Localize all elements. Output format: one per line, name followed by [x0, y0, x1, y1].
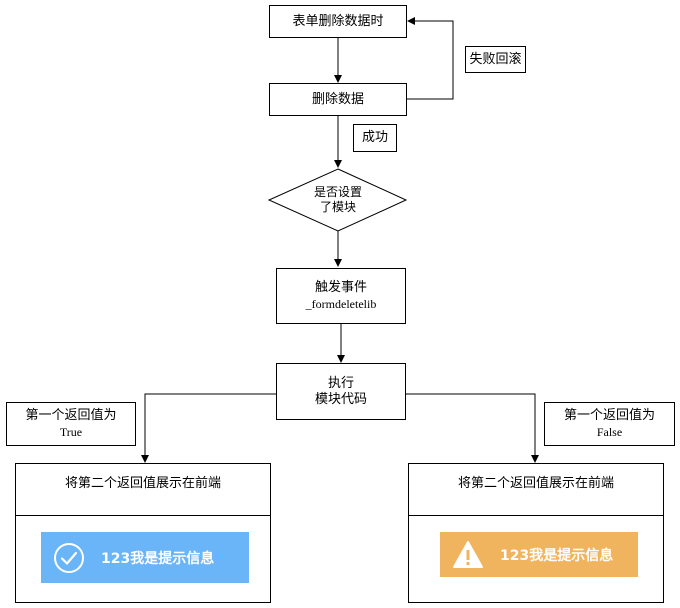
- arrow-rollback-loop: [406, 17, 454, 100]
- exec-node-label-line2: 模块代码: [314, 391, 367, 407]
- arrow-exec-to-right: [405, 393, 539, 463]
- right-panel-title: 将第二个返回值展示在前端: [457, 476, 614, 491]
- success-label-box: 成功: [353, 124, 397, 152]
- right-condition-line1: 第一个返回值为: [563, 408, 655, 423]
- right-condition-box: 第一个返回值为 False: [544, 402, 675, 446]
- rollback-label: 失败回滚: [469, 51, 522, 67]
- arrow-exec-to-left: [141, 393, 276, 463]
- start-node: 表单删除数据时: [269, 5, 407, 38]
- right-result-panel: 将第二个返回值展示在前端 123我是提示信息: [408, 463, 664, 603]
- left-toast-text: 123我是提示信息: [101, 550, 215, 567]
- decision-label-line2: 了模块: [319, 200, 356, 214]
- event-node-label-line2: _formdeletelib: [305, 297, 377, 311]
- warning-triangle-icon: [452, 540, 484, 570]
- delete-node-label: 删除数据: [311, 91, 364, 107]
- right-condition-line2: False: [596, 425, 623, 439]
- left-condition-line2: True: [59, 425, 83, 439]
- decision-label-line1: 是否设置: [313, 185, 362, 199]
- left-result-panel: 将第二个返回值展示在前端 123我是提示信息: [15, 463, 271, 603]
- left-panel-title: 将第二个返回值展示在前端: [64, 476, 221, 491]
- decision-label: 是否设置 了模块: [288, 185, 388, 215]
- success-label: 成功: [361, 130, 388, 145]
- delete-node: 删除数据: [269, 83, 407, 116]
- left-toast-message: 123我是提示信息: [41, 532, 249, 583]
- left-condition-line1: 第一个返回值为: [25, 408, 117, 423]
- exec-node-label-line1: 执行: [327, 375, 354, 391]
- right-toast-message: 123我是提示信息: [440, 532, 638, 577]
- left-panel-divider: [16, 515, 270, 516]
- exec-node: 执行 模块代码: [276, 363, 406, 420]
- check-circle-icon: [53, 542, 85, 574]
- left-condition-box: 第一个返回值为 True: [6, 402, 136, 446]
- start-node-label: 表单删除数据时: [292, 13, 384, 29]
- event-node-label-line1: 触发事件: [314, 280, 367, 295]
- right-toast-text: 123我是提示信息: [500, 547, 614, 564]
- event-node: 触发事件 _formdeletelib: [276, 268, 406, 324]
- right-panel-divider: [409, 515, 663, 516]
- rollback-label-box: 失败回滚: [465, 46, 526, 73]
